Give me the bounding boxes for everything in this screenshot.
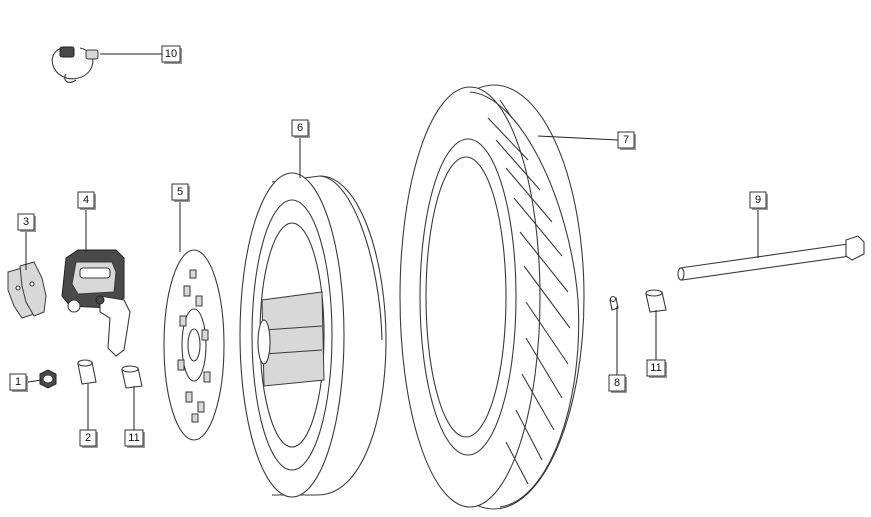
part-pin [609,295,619,311]
callout-9: 9 [749,191,768,210]
leader-lines [25,53,759,432]
callout-10: 10 [161,45,182,64]
part-brake-disc [163,249,225,441]
part-bushing-left [121,365,143,389]
part-brake-pads [7,261,47,319]
callout-2-text: 2 [85,432,91,444]
callout-5: 5 [171,183,190,202]
part-spacer [77,359,97,385]
callout-11-right: 11 [646,359,667,378]
callout-5-text: 5 [177,186,183,198]
callout-7-text: 7 [623,134,629,146]
callout-1: 1 [9,373,28,392]
callout-6: 6 [291,119,310,138]
part-nut [39,369,57,389]
part-sensor-cable [51,46,99,83]
callout-8-text: 8 [614,377,620,389]
part-bushing-right [645,289,667,313]
callout-4: 4 [77,191,96,210]
callout-11-left: 11 [124,429,145,448]
callout-3-text: 3 [23,216,29,228]
part-hub-motor [239,172,387,498]
callout-8: 8 [608,374,627,393]
part-tyre [399,84,585,510]
callout-7: 7 [617,131,636,150]
callout-3: 3 [17,213,36,232]
callout-11-right-text: 11 [650,362,661,374]
callout-2: 2 [79,429,98,448]
callout-4-text: 4 [83,194,89,206]
callout-1-text: 1 [15,376,21,388]
part-brake-caliper [61,249,131,357]
part-axle [677,235,865,281]
leader-7 [537,135,619,141]
callout-11-left-text: 11 [128,432,139,444]
callout-6-text: 6 [297,122,303,134]
leader-1 [27,379,43,383]
callout-10-text: 10 [165,48,177,60]
callout-9-text: 9 [755,194,761,206]
